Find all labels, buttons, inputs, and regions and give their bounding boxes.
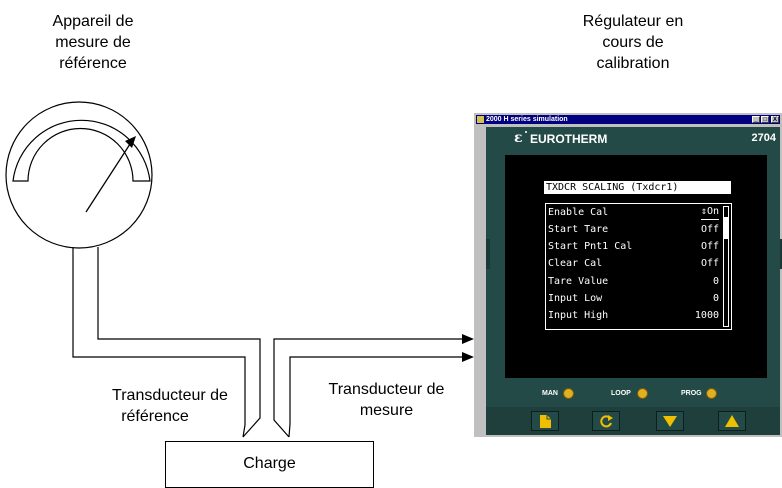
gauge-needle [85, 140, 133, 213]
app-icon [477, 116, 484, 123]
list-item[interactable]: Input Low 0 [548, 291, 719, 307]
brand-bar: ε˙ EUROTHERM 2704 [504, 127, 776, 149]
param-label: Input High [548, 310, 609, 321]
scrollbar-thumb[interactable] [724, 217, 728, 239]
gauge-scale-arc [12, 119, 151, 182]
raise-button[interactable] [718, 411, 746, 431]
key-panel [486, 407, 780, 435]
label-line: cours de [602, 34, 664, 51]
controller-label: Régulateur en cours de calibration [548, 11, 718, 74]
param-value: 0 [712, 293, 719, 304]
list-item[interactable]: Clear Cal Off [548, 256, 719, 272]
led-label-man: MAN [542, 390, 558, 397]
reference-wire-outer [72, 247, 246, 438]
page-icon [540, 415, 551, 428]
param-label: Enable Cal [548, 207, 609, 218]
label-line: référence [121, 408, 189, 425]
param-label: Tare Value [548, 276, 609, 287]
param-value: Off [700, 258, 719, 269]
load-label: Charge [243, 455, 296, 472]
measure-wire-inner [288, 356, 466, 438]
led-label-loop: LOOP [611, 390, 631, 397]
list-item[interactable]: Start Tare Off [548, 222, 719, 238]
minimize-button[interactable]: _ [752, 116, 760, 123]
led-label-prog: PROG [681, 390, 702, 397]
label-line: référence [59, 55, 127, 72]
up-arrow-icon [725, 415, 739, 427]
scroll-icon [600, 415, 613, 428]
model-number: 2704 [751, 132, 776, 144]
eurotherm-logo-icon: ε˙ [514, 130, 530, 146]
simulator-window: 2000 H series simulation _ □ X ε˙ EUROTH… [474, 113, 782, 437]
arrow-head-lower [462, 352, 474, 362]
param-value: Off [700, 224, 719, 235]
label-line: Appareil de [52, 13, 134, 30]
reference-transducer-label: Transducteur de référence [70, 385, 270, 427]
list-item[interactable]: Enable Cal ⇕On [548, 205, 719, 221]
maximize-button[interactable]: □ [761, 116, 769, 123]
param-value: 1000 [694, 310, 719, 321]
measure-wire-outer [273, 338, 466, 438]
page-button[interactable] [531, 411, 559, 431]
load-box: Charge [165, 441, 374, 488]
param-label: Start Pnt1 Cal [548, 241, 633, 252]
label-line: mesure de [55, 34, 131, 51]
gauge-needle-tip [125, 136, 136, 148]
list-item[interactable]: Tare Value 0 [548, 274, 719, 290]
lower-button[interactable] [656, 411, 684, 431]
param-label: Clear Cal [548, 258, 603, 269]
label-line: Transducteur de [328, 381, 445, 398]
label-line: Transducteur de [112, 387, 228, 404]
window-title: 2000 H series simulation [486, 116, 568, 123]
label-line: Régulateur en [582, 13, 684, 30]
list-item[interactable]: Start Pnt1 Cal Off [548, 239, 719, 255]
param-label: Input Low [548, 293, 603, 304]
scrollbar[interactable] [723, 206, 729, 327]
arrow-head-upper [462, 334, 474, 344]
close-button[interactable]: X [771, 116, 779, 123]
param-value: 0 [712, 276, 719, 287]
prog-led-icon [706, 388, 717, 399]
status-leds: MAN LOOP PROG [486, 383, 780, 407]
param-value: Off [700, 241, 719, 252]
down-arrow-icon [663, 416, 677, 427]
window-titlebar: 2000 H series simulation _ □ X [476, 115, 780, 124]
scroll-button[interactable] [592, 411, 620, 431]
man-led-icon [563, 388, 574, 399]
param-value: ⇕On [700, 205, 719, 220]
list-item[interactable]: Input High 1000 [548, 308, 719, 324]
loop-led-icon [637, 388, 648, 399]
controller-device: ε˙ EUROTHERM 2704 TXDCR SCALING (Txdcr1)… [486, 127, 782, 435]
param-label: Start Tare [548, 224, 609, 235]
label-line: calibration [596, 55, 670, 72]
reference-wire-inner [97, 247, 261, 438]
label-line: mesure [359, 402, 414, 419]
reference-meter-label: Appareil de mesure de référence [18, 11, 168, 74]
right-side-tab [780, 239, 782, 269]
screen-title: TXDCR SCALING (Txdcr1) [544, 181, 731, 194]
left-side-tab [486, 239, 490, 269]
brand-name: EUROTHERM [530, 132, 608, 146]
measure-transducer-label: Transducteur de mesure [304, 379, 469, 421]
lcd-screen: TXDCR SCALING (Txdcr1) Enable Cal ⇕On Sta… [505, 155, 767, 378]
